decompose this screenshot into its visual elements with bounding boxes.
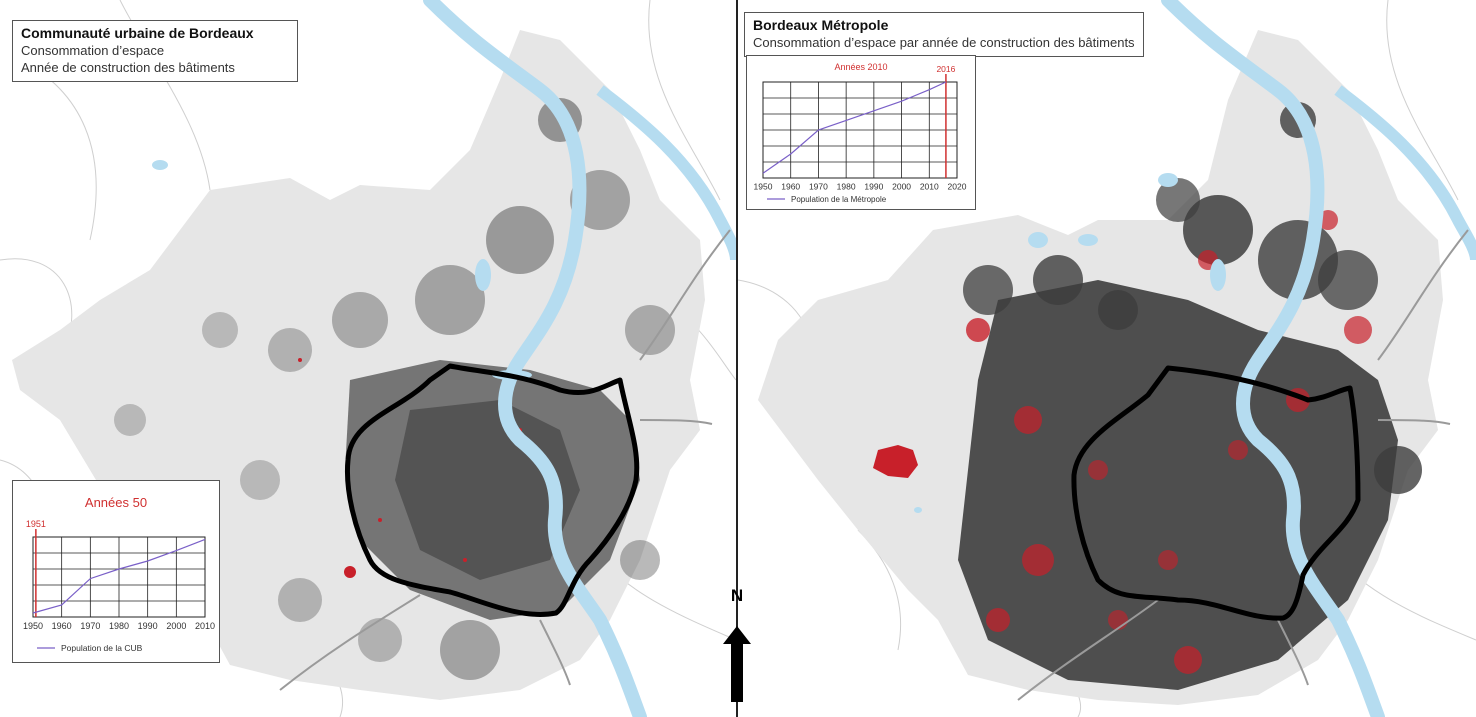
left-tick-label: 1970 <box>80 621 100 631</box>
left-tick-label: 1960 <box>52 621 72 631</box>
right-tick-label: 1980 <box>837 182 856 192</box>
new-build-areas <box>873 210 1372 674</box>
right-map-title-box: Bordeaux Métropole Consommation d’espace… <box>744 12 1144 57</box>
left-population-chart-svg: Années 50 1950 1960 1970 1980 1990 2000 2010 195… <box>23 495 215 653</box>
right-map-title: Bordeaux Métropole <box>753 17 889 33</box>
left-tick-label: 1980 <box>109 621 129 631</box>
right-tick-label: 1970 <box>809 182 828 192</box>
right-population-chart: Années 2010 1950 1960 1970 1980 1990 2000 2010 2… <box>746 55 976 210</box>
left-map-subtitle-1: Consommation d’espace <box>21 43 165 58</box>
built-up-areas <box>958 102 1422 690</box>
left-tick-label: 1950 <box>23 621 43 631</box>
right-tick-label: 1960 <box>781 182 800 192</box>
left-map-title: Communauté urbaine de Bordeaux <box>21 25 254 41</box>
panel-divider <box>736 0 738 717</box>
highways <box>1017 229 1469 701</box>
north-arrow-icon <box>723 626 751 702</box>
left-legend-label: Population de la CUB <box>61 643 143 653</box>
right-tick-label: 2010 <box>920 182 939 192</box>
left-map-panel: Communauté urbaine de Bordeaux Consommat… <box>0 0 736 717</box>
dordogne-river <box>1334 85 1476 261</box>
garonne-river <box>1161 0 1385 717</box>
right-year-marker-label: 2016 <box>936 64 955 74</box>
highways <box>279 229 731 691</box>
lakes <box>914 173 1226 513</box>
left-map-subtitle-2: Année de construction des bâtiments <box>21 60 235 75</box>
left-tick-label: 2010 <box>195 621 215 631</box>
north-label: N <box>730 586 744 605</box>
left-population-line <box>32 538 206 614</box>
left-year-marker-label: 1951 <box>26 519 46 529</box>
right-tick-label: 2000 <box>892 182 911 192</box>
left-tick-label: 2000 <box>166 621 186 631</box>
right-map-panel: Bordeaux Métropole Consommation d’espace… <box>738 0 1476 717</box>
right-population-chart-svg: Années 2010 1950 1960 1970 1980 1990 2000 2010 2… <box>754 62 967 204</box>
right-tick-label: 1950 <box>754 182 773 192</box>
dordogne-river <box>596 85 736 261</box>
new-build-spots <box>298 358 522 578</box>
right-map-subtitle-1: Consommation d’espace par année de const… <box>753 35 1135 50</box>
left-tick-label: 1990 <box>138 621 158 631</box>
ring-road-boundary <box>344 363 640 617</box>
left-map-title-box: Communauté urbaine de Bordeaux Consommat… <box>12 20 298 82</box>
left-population-chart: Années 50 1950 1960 1970 1980 1990 2000 2010 195… <box>12 480 220 663</box>
right-legend-label: Population de la Métropole <box>791 195 887 204</box>
right-map-svg <box>738 0 1476 717</box>
ring-road-boundary <box>1071 365 1361 621</box>
right-chart-title: Années 2010 <box>834 62 887 72</box>
right-population-line <box>762 81 947 174</box>
north-arrow: N <box>719 586 755 704</box>
right-tick-label: 1990 <box>864 182 883 192</box>
right-tick-label: 2020 <box>948 182 967 192</box>
left-chart-title: Années 50 <box>85 495 147 510</box>
